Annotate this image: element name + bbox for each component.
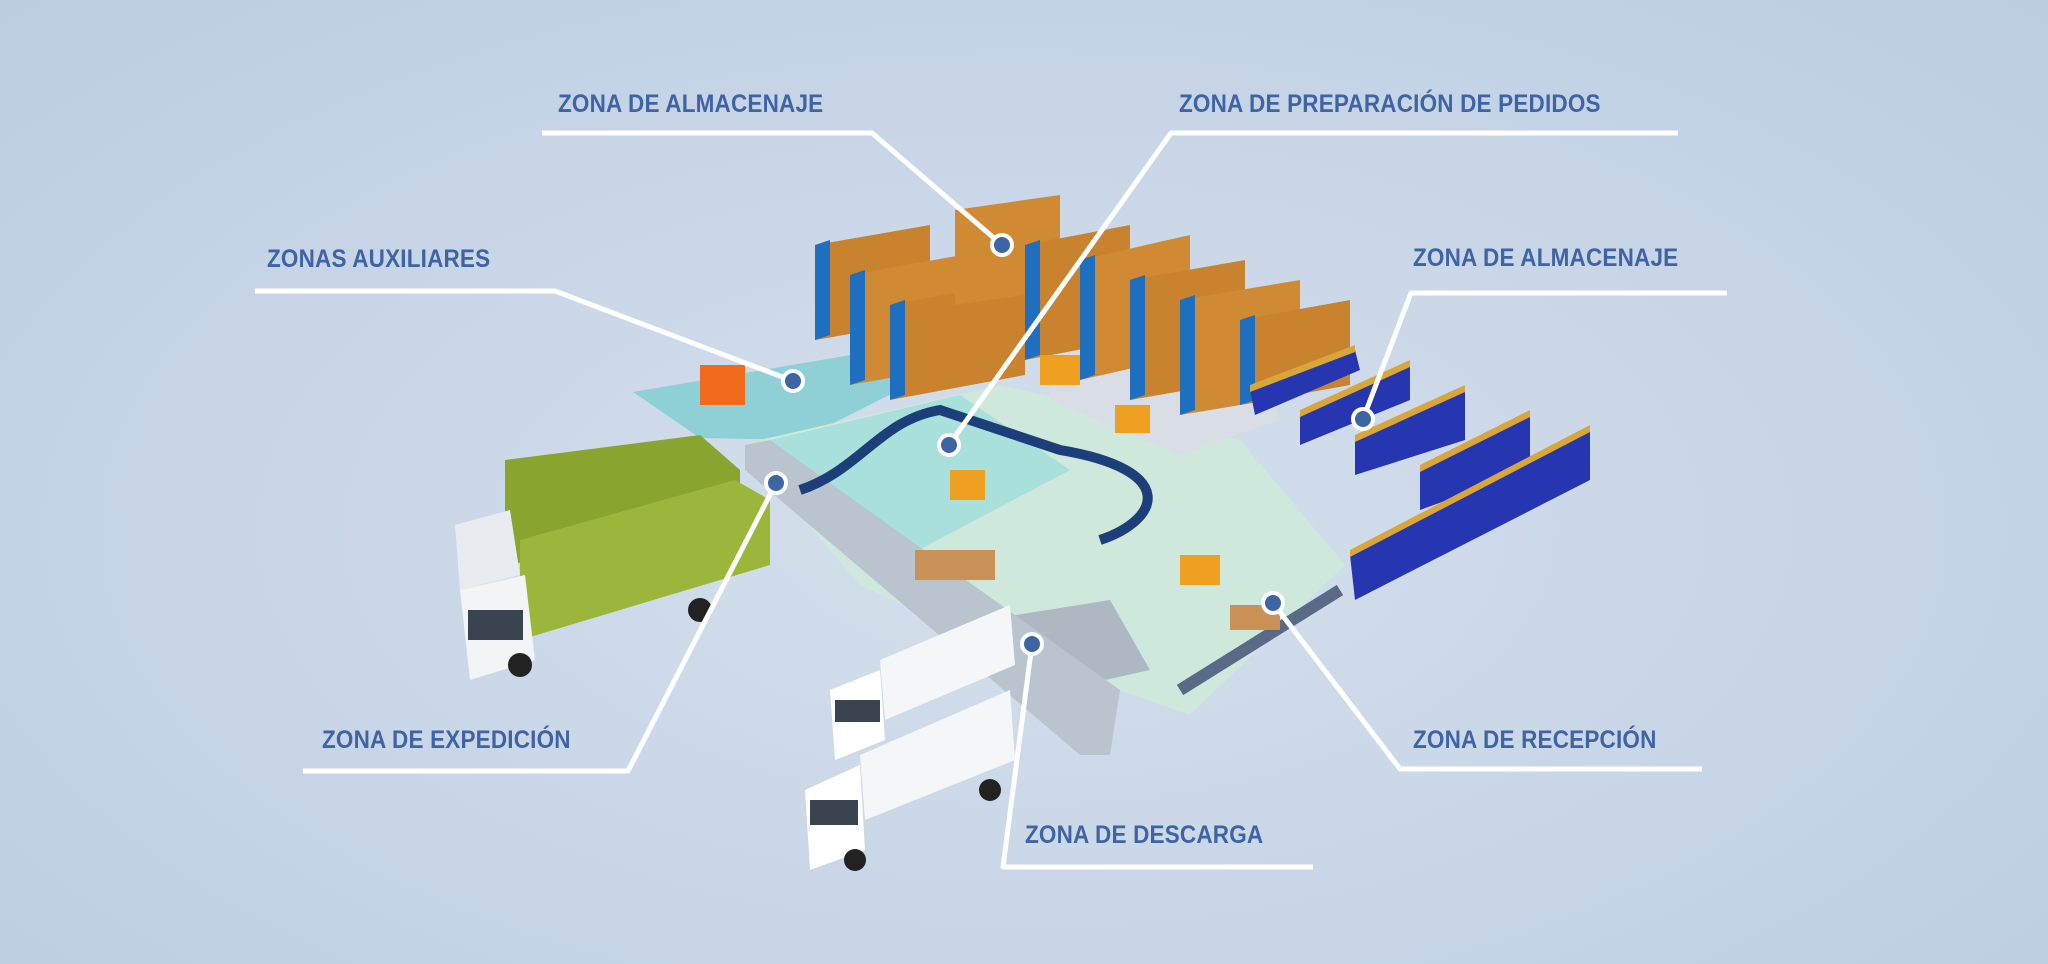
conveyor — [798, 404, 1153, 545]
marker-dot-storage-right — [1351, 407, 1375, 431]
unloading-ramp — [985, 600, 1150, 690]
green-truck-front — [460, 480, 770, 680]
leader-line-receiving — [1271, 601, 1702, 772]
label-receiving-zone: ZONA DE RECEPCIÓN — [1413, 726, 1657, 754]
marker-dot-shipping — [764, 471, 788, 495]
leader-line-storage-right — [1360, 290, 1727, 420]
leader-line-shipping — [303, 481, 779, 774]
storage-racks-right — [1250, 345, 1590, 600]
label-unloading-zone: ZONA DE DESCARGA — [1025, 821, 1264, 849]
marker-dot-order-picking — [937, 433, 961, 457]
label-storage-zone-right: ZONA DE ALMACENAJE — [1413, 244, 1679, 272]
label-auxiliary-zones: ZONAS AUXILIARES — [267, 245, 491, 273]
marker-dot-auxiliary — [781, 369, 805, 393]
white-truck-back — [830, 605, 1015, 760]
leader-line-auxiliary — [255, 288, 794, 384]
marker-dot-unloading — [1020, 632, 1044, 656]
boxes — [915, 550, 1280, 630]
storage-racks-top — [815, 195, 1350, 415]
auxiliary-zone-floor — [633, 350, 915, 440]
label-storage-zone-top: ZONA DE ALMACENAJE — [558, 90, 824, 118]
marker-dot-storage-top — [990, 233, 1014, 257]
label-shipping-zone: ZONA DE EXPEDICIÓN — [322, 726, 571, 754]
leader-line-storage-top — [542, 130, 1004, 247]
white-truck-front — [805, 690, 1015, 871]
leader-line-order-picking — [946, 130, 1678, 447]
conveyor-receiving — [1176, 584, 1344, 696]
forklifts — [950, 355, 1220, 585]
label-order-picking-zone: ZONA DE PREPARACIÓN DE PEDIDOS — [1179, 90, 1601, 118]
marker-dot-receiving — [1261, 591, 1285, 615]
leader-line-unloading — [1000, 643, 1313, 870]
auxiliary-wall — [700, 365, 745, 405]
